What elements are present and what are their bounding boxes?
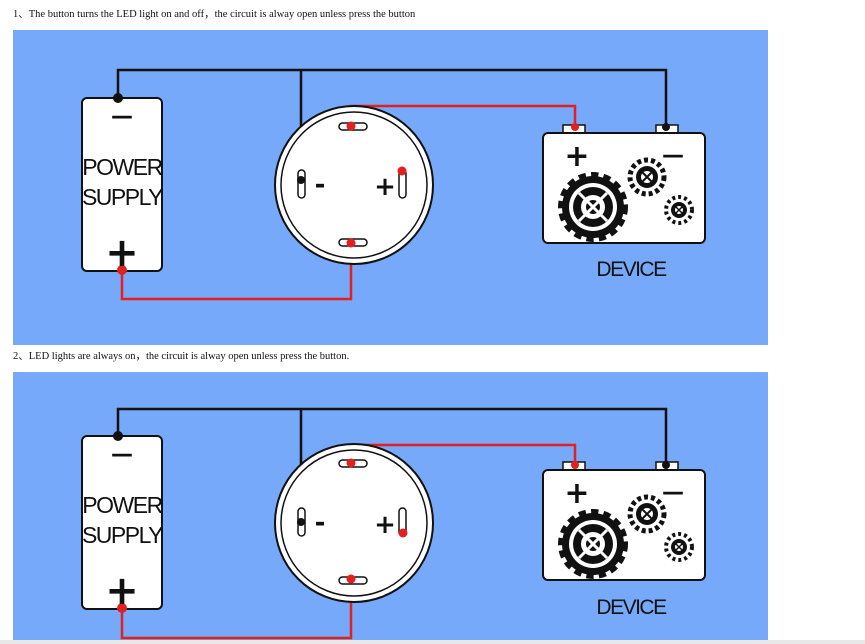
bottom-divider [0,640,865,644]
switch-minus-label: - [315,508,326,538]
push-button-switch: - + [274,105,434,265]
power-supply-plus-label: + [105,568,139,614]
power-supply-label-line2: SUPPLY [82,522,163,548]
power-supply-minus-label: — [111,442,133,467]
power-supply-label-line2: SUPPLY [82,184,163,210]
device: + — DEVICE [542,461,706,619]
switch-plus-label: + [374,172,396,202]
small-gear-icon [664,532,694,562]
power-supply-plus-label: + [105,230,139,276]
wiring-diagram-1: — POWER SUPPLY + - + + [13,30,768,345]
caption-diagram-2: 2、LED lights are always on，the circuit i… [13,351,350,362]
device-minus-label: — [662,480,684,505]
power-supply: — POWER SUPPLY + [81,93,165,276]
device-label: DEVICE [596,258,667,281]
power-supply-label-line1: POWER [82,492,162,518]
power-supply-label-line1: POWER [82,154,162,180]
wiring-diagram-1-svg: — POWER SUPPLY + - + + [81,68,706,301]
medium-gear-icon [627,157,667,197]
switch-plus-label: + [374,510,396,540]
large-gear-icon [558,172,628,242]
switch-minus-label: - [315,170,326,200]
power-supply: — POWER SUPPLY + [81,431,165,614]
power-supply-minus-label: — [111,104,133,129]
wiring-diagram-2: — POWER SUPPLY + - + + — [13,372,768,644]
small-gear-icon [664,195,694,225]
device: + — DEVICE [542,123,706,281]
wiring-diagram-2-svg: — POWER SUPPLY + - + + — [81,407,706,640]
medium-gear-icon [627,494,667,534]
device-label: DEVICE [596,596,667,619]
caption-diagram-1: 1、The button turns the LED light on and … [13,9,416,20]
device-plus-label: + [564,139,589,174]
push-button-switch: - + [274,443,434,603]
switch-left-terminal [297,169,306,199]
large-gear-icon [558,509,628,579]
device-minus-label: — [662,143,684,168]
device-plus-label: + [564,476,589,511]
